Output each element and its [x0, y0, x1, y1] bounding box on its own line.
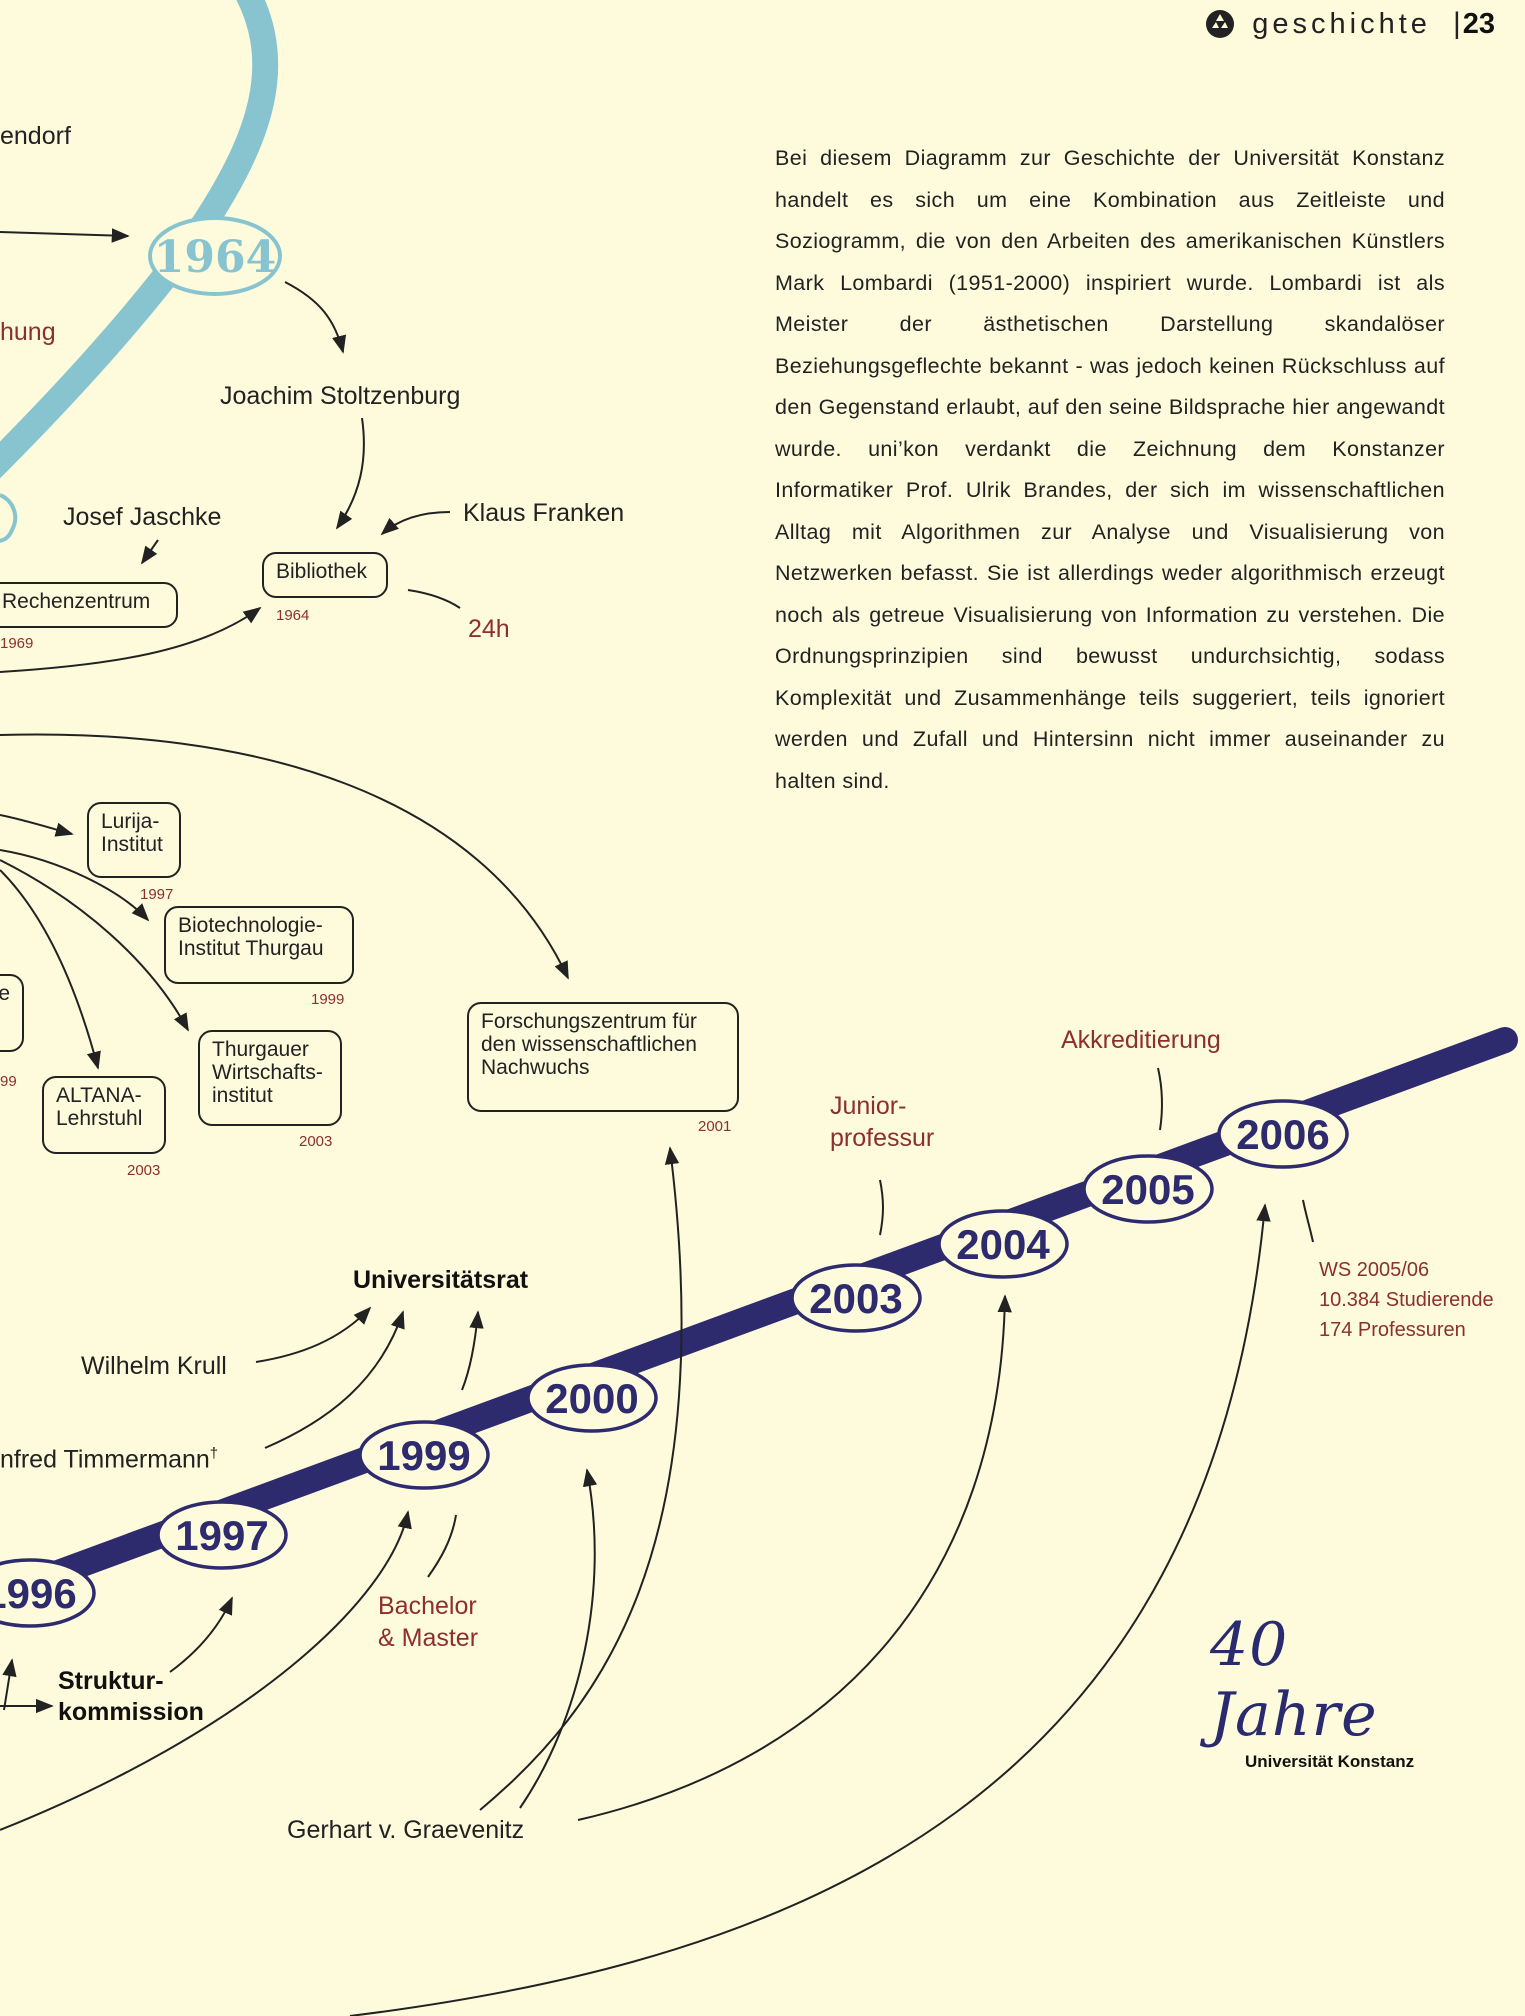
year-label-1997: 1997	[175, 1512, 268, 1559]
body-universitaetsrat: Universitätsrat	[353, 1266, 529, 1294]
year-partial-e: 99	[0, 1073, 17, 1090]
year-label-2003: 2003	[809, 1275, 902, 1322]
box-partial-e: e	[0, 974, 24, 1052]
year-thurgauer-wirtschaftsinstitut: 2003	[299, 1133, 333, 1150]
year-label-1996: 1996	[0, 1570, 77, 1617]
arrow-1999-to-rat	[461, 1310, 484, 1391]
box-forschungszentrum: Forschungszentrum für den wissenschaftli…	[467, 1002, 739, 1112]
arrow-timmermann-to-rat	[264, 1310, 405, 1449]
arrow-to-1964	[0, 228, 130, 243]
year-label-2000: 2000	[545, 1375, 638, 1422]
annotation-ws-stats: WS 2005/06 10.384 Studierende 174 Profes…	[1319, 1259, 1494, 1341]
arrow-to-1999	[0, 1510, 412, 1831]
anniversary-logo: 40 Jahre Universität Konstanz	[1210, 1610, 1450, 1772]
person-franken: Klaus Franken	[463, 499, 625, 527]
person-partial-endorf: endorf	[0, 122, 71, 150]
box-thurgauer-wirtschaftsinstitut: Thurgauer Wirtschafts- institut	[198, 1030, 342, 1126]
year-label-2004: 2004	[956, 1221, 1050, 1268]
page-header: geschichte | 23	[1204, 6, 1495, 42]
arrow-graevenitz-to-forschungszentrum	[479, 1146, 683, 1811]
arrow-to-altana	[0, 869, 101, 1070]
annotation-akkreditierung: Akkreditierung	[1061, 1026, 1221, 1054]
anniversary-title: 40 Jahre	[1210, 1610, 1378, 1750]
arrow-franken-to-bibliothek	[380, 511, 451, 536]
person-timmermann: nfred Timmermann†	[0, 1445, 218, 1474]
annotation-24h: 24h	[468, 615, 510, 643]
annotation-bachelor-master: Bachelor & Master	[378, 1592, 479, 1652]
page-separator: |	[1452, 7, 1461, 40]
page-number: 23	[1462, 7, 1495, 40]
line-juniorprofessur	[879, 1179, 884, 1236]
arrow-to-lurija	[0, 814, 74, 837]
person-krull: Wilhelm Krull	[81, 1352, 227, 1380]
arrow-to-2006	[349, 1203, 1271, 2016]
arrow-jaschke-to-rechenzentrum	[140, 539, 159, 565]
year-oval-2005	[1082, 1154, 1214, 1224]
year-oval-2006	[1217, 1099, 1349, 1169]
line-bibliothek-24h	[407, 589, 461, 609]
box-biotechnologie-institut: Biotechnologie- Institut Thurgau	[164, 906, 354, 984]
year-oval-1997	[156, 1500, 288, 1570]
year-rechenzentrum: 1969	[0, 635, 34, 652]
year-oval-2003	[790, 1263, 922, 1333]
intro-paragraph: Bei diesem Diagramm zur Geschichte der U…	[775, 146, 1445, 793]
year-altana-lehrstuhl: 2003	[127, 1162, 161, 1179]
year-lurija-institut: 1997	[140, 886, 174, 903]
arrow-stoltzenburg-to-bibliothek	[335, 417, 365, 530]
year-oval-1964	[148, 216, 282, 296]
partial-year-oval	[0, 493, 18, 543]
box-altana-lehrstuhl: ALTANA- Lehrstuhl	[42, 1076, 166, 1154]
section-label: geschichte	[1252, 7, 1431, 40]
year-label-2006: 2006	[1236, 1111, 1329, 1158]
person-jaschke: Josef Jaschke	[63, 503, 222, 531]
arrow-graevenitz-to-2004	[577, 1294, 1012, 1821]
arrow-krull-to-rat	[255, 1306, 372, 1363]
year-biotechnologie-institut: 1999	[311, 991, 345, 1008]
box-lurija-institut: Lurija- Institut	[87, 802, 181, 878]
line-akkreditierung	[1157, 1067, 1164, 1131]
person-graevenitz: Gerhart v. Graevenitz	[287, 1816, 525, 1844]
line-ws-stats	[1302, 1199, 1314, 1243]
arrow-to-forschungszentrum	[0, 733, 569, 980]
year-bibliothek: 1964	[276, 607, 310, 624]
year-label-1964: 1964	[154, 232, 276, 283]
anniversary-subtitle: Universität Konstanz	[1245, 1752, 1415, 1771]
deceased-mark: †	[209, 1445, 219, 1462]
arrow-graevenitz-to-2000	[519, 1468, 598, 1809]
recycle-icon	[1206, 10, 1235, 38]
box-bibliothek: Bibliothek	[262, 552, 388, 598]
year-oval-1999	[358, 1420, 490, 1490]
annotation-juniorprofessur: Junior- professur	[830, 1092, 935, 1152]
year-oval-1996	[0, 1558, 96, 1628]
box-rechenzentrum: Rechenzentrum	[0, 582, 178, 628]
person-stoltzenburg: Joachim Stoltzenburg	[220, 382, 461, 410]
annotation-partial-hung: hung	[0, 318, 56, 346]
year-label-1999: 1999	[377, 1432, 470, 1479]
line-bachelor-1999	[427, 1514, 457, 1578]
year-label-2005: 2005	[1101, 1166, 1194, 1213]
person-timmermann-name: nfred Timmermann	[0, 1445, 210, 1474]
arrow-1964-to-stoltzenburg	[284, 281, 347, 354]
year-oval-2004	[937, 1209, 1069, 1279]
arrow-to-bibliothek	[0, 606, 262, 673]
arrow-to-thurgauer	[0, 859, 189, 1032]
arrow-to-1996	[2, 1658, 17, 1711]
year-oval-2000	[526, 1363, 658, 1433]
body-strukturkommission: Struktur- kommission	[58, 1667, 204, 1726]
arrow-struktur-to-1997	[169, 1596, 233, 1673]
arrow-to-biotech	[0, 849, 150, 922]
year-forschungszentrum: 2001	[698, 1118, 732, 1135]
